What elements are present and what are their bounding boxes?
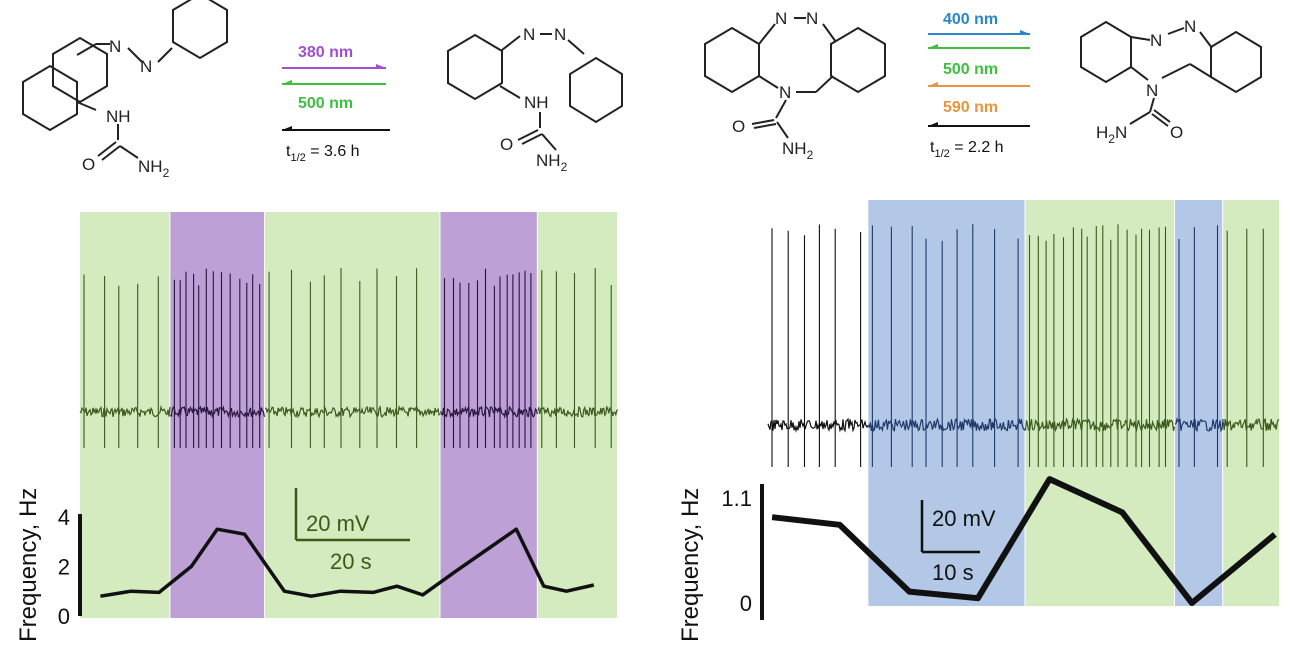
trace-segment-1 bbox=[79, 404, 171, 418]
light-epoch-4 bbox=[1175, 200, 1223, 606]
molecule-left-cis-azobenzene-urea: N N NH O NH2 bbox=[447, 25, 623, 174]
trace-segment-5 bbox=[1222, 417, 1280, 431]
spike-train-1 bbox=[771, 224, 862, 467]
scale-bar-right: 20 mV 10 s bbox=[920, 500, 996, 585]
atom-o: O bbox=[1170, 123, 1183, 142]
arrow-label-590nm: 590 nm bbox=[943, 99, 998, 116]
atom-nh: NH bbox=[524, 93, 549, 112]
y-axis-title-right: Frequency, Hz bbox=[677, 488, 704, 642]
trace-segment-5 bbox=[537, 405, 619, 418]
molecule-right-cis-diazocine: N N N O NH2 bbox=[704, 9, 886, 162]
arrow-label-500nm-right: 500 nm bbox=[943, 61, 998, 78]
y-tick-label: 1.1 bbox=[721, 486, 752, 511]
arrow-label-500nm: 500 nm bbox=[298, 95, 353, 112]
light-epoch-3 bbox=[1025, 200, 1175, 606]
chart-left: 20 mV 20 s Frequency, Hz 4 2 0 bbox=[15, 212, 619, 642]
atom-n2: N bbox=[140, 57, 152, 76]
spike-train-2 bbox=[173, 268, 261, 448]
y-axis-title-left: Frequency, Hz bbox=[15, 488, 42, 642]
scale-bar-voltage-label: 20 mV bbox=[306, 511, 370, 536]
voltage-trace-left bbox=[79, 268, 619, 448]
frequency-series-right bbox=[771, 476, 1277, 606]
y-tick-label: 2 bbox=[58, 554, 70, 579]
y-tick-labels-left: 4 2 0 bbox=[58, 505, 70, 629]
spike-train-5 bbox=[1226, 228, 1264, 467]
atom-nh: NH bbox=[106, 107, 131, 126]
scheme-left: N N NH O NH2 380 nm 500 nm t1/2 = 3.6 h bbox=[22, 0, 623, 180]
atom-n3: N bbox=[1146, 81, 1158, 100]
y-tick-label: 0 bbox=[58, 604, 70, 629]
atom-nh2: NH2 bbox=[536, 151, 568, 174]
chart-right: 20 mV 10 s Frequency, Hz 1.10 bbox=[677, 200, 1280, 642]
scheme-right: N N N O NH2 400 nm 500 nm 590 nm t1/2 = … bbox=[704, 9, 1262, 162]
reaction-arrows-right: 400 nm 500 nm 590 nm t1/2 = 2.2 h bbox=[928, 11, 1030, 160]
spike-train-4 bbox=[443, 268, 532, 448]
atom-n3: N bbox=[779, 83, 791, 102]
atom-n1: N bbox=[523, 25, 535, 44]
scale-bar-time-label: 20 s bbox=[330, 549, 372, 574]
spike-train-3 bbox=[268, 268, 418, 448]
atom-nh2: NH2 bbox=[138, 157, 170, 180]
atom-n1: N bbox=[1150, 31, 1162, 50]
spike-train-2 bbox=[871, 224, 1019, 467]
voltage-trace-right bbox=[767, 224, 1280, 467]
frequency-axis-right: Frequency, Hz bbox=[677, 484, 764, 642]
atom-nh2: NH2 bbox=[782, 139, 814, 162]
arrow-label-400nm: 400 nm bbox=[943, 11, 998, 28]
light-epoch-2 bbox=[170, 212, 265, 618]
frequency-line bbox=[100, 527, 595, 598]
spike-train-3 bbox=[1028, 224, 1167, 467]
y-tick-label: 0 bbox=[740, 591, 752, 616]
thalf-left: t1/2 = 3.6 h bbox=[286, 143, 360, 164]
scale-bar-left: 20 mV 20 s bbox=[294, 488, 410, 574]
scale-bar-voltage-label: 20 mV bbox=[932, 506, 996, 531]
thalf-right: t1/2 = 2.2 h bbox=[930, 139, 1004, 160]
y-tick-labels-right: 1.10 bbox=[721, 486, 752, 616]
atom-o: O bbox=[732, 117, 745, 136]
molecule-right-trans-diazocine: N N N O H2N bbox=[1080, 17, 1262, 146]
trace-segment-3 bbox=[264, 404, 441, 419]
trace-segment-1 bbox=[767, 417, 869, 433]
light-epoch-2 bbox=[868, 200, 1025, 606]
frequency-line bbox=[771, 476, 1277, 606]
scale-bar-time-label: 10 s bbox=[932, 560, 974, 585]
frequency-axis-left: Frequency, Hz bbox=[15, 488, 82, 642]
spike-train-5 bbox=[541, 268, 612, 448]
spike-train-4 bbox=[1178, 225, 1219, 467]
y-tick-label: 4 bbox=[58, 505, 70, 530]
frequency-series-left bbox=[100, 527, 595, 598]
atom-o: O bbox=[82, 155, 95, 174]
atom-n1: N bbox=[109, 37, 121, 56]
trace-segment-2 bbox=[867, 417, 1026, 433]
light-epoch-5 bbox=[1223, 200, 1279, 606]
atom-h2n: H2N bbox=[1096, 123, 1127, 146]
trace-segment-4 bbox=[439, 405, 539, 419]
molecule-left-trans-azobenzene-urea: N N NH O NH2 bbox=[22, 0, 228, 180]
atom-n2: N bbox=[554, 25, 566, 44]
atom-o: O bbox=[500, 135, 513, 154]
reaction-arrows-left: 380 nm 500 nm t1/2 = 3.6 h bbox=[282, 44, 390, 164]
arrow-label-380nm: 380 nm bbox=[298, 44, 353, 61]
trace-segment-4 bbox=[1174, 417, 1224, 433]
atom-n1: N bbox=[775, 9, 787, 28]
atom-n2: N bbox=[1184, 17, 1196, 36]
spike-train-1 bbox=[83, 274, 159, 448]
atom-n2: N bbox=[806, 9, 818, 28]
